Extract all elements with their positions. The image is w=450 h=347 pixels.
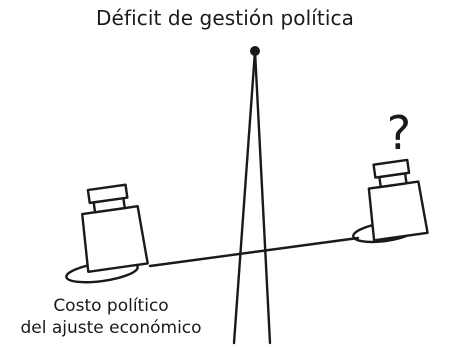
left-weight-label: Costo político del ajuste económico	[0, 295, 222, 339]
left-weight	[80, 183, 149, 273]
question-mark: ?	[387, 106, 411, 160]
fulcrum-stand	[232, 49, 272, 345]
pivot-dot	[250, 46, 260, 56]
balance-beam	[148, 236, 360, 268]
diagram-title: Déficit de gestión política	[96, 6, 354, 30]
left-weight-label-line1: Costo político	[53, 296, 169, 316]
left-weight-label-line2: del ajuste económico	[20, 318, 202, 338]
right-weight	[367, 158, 429, 242]
